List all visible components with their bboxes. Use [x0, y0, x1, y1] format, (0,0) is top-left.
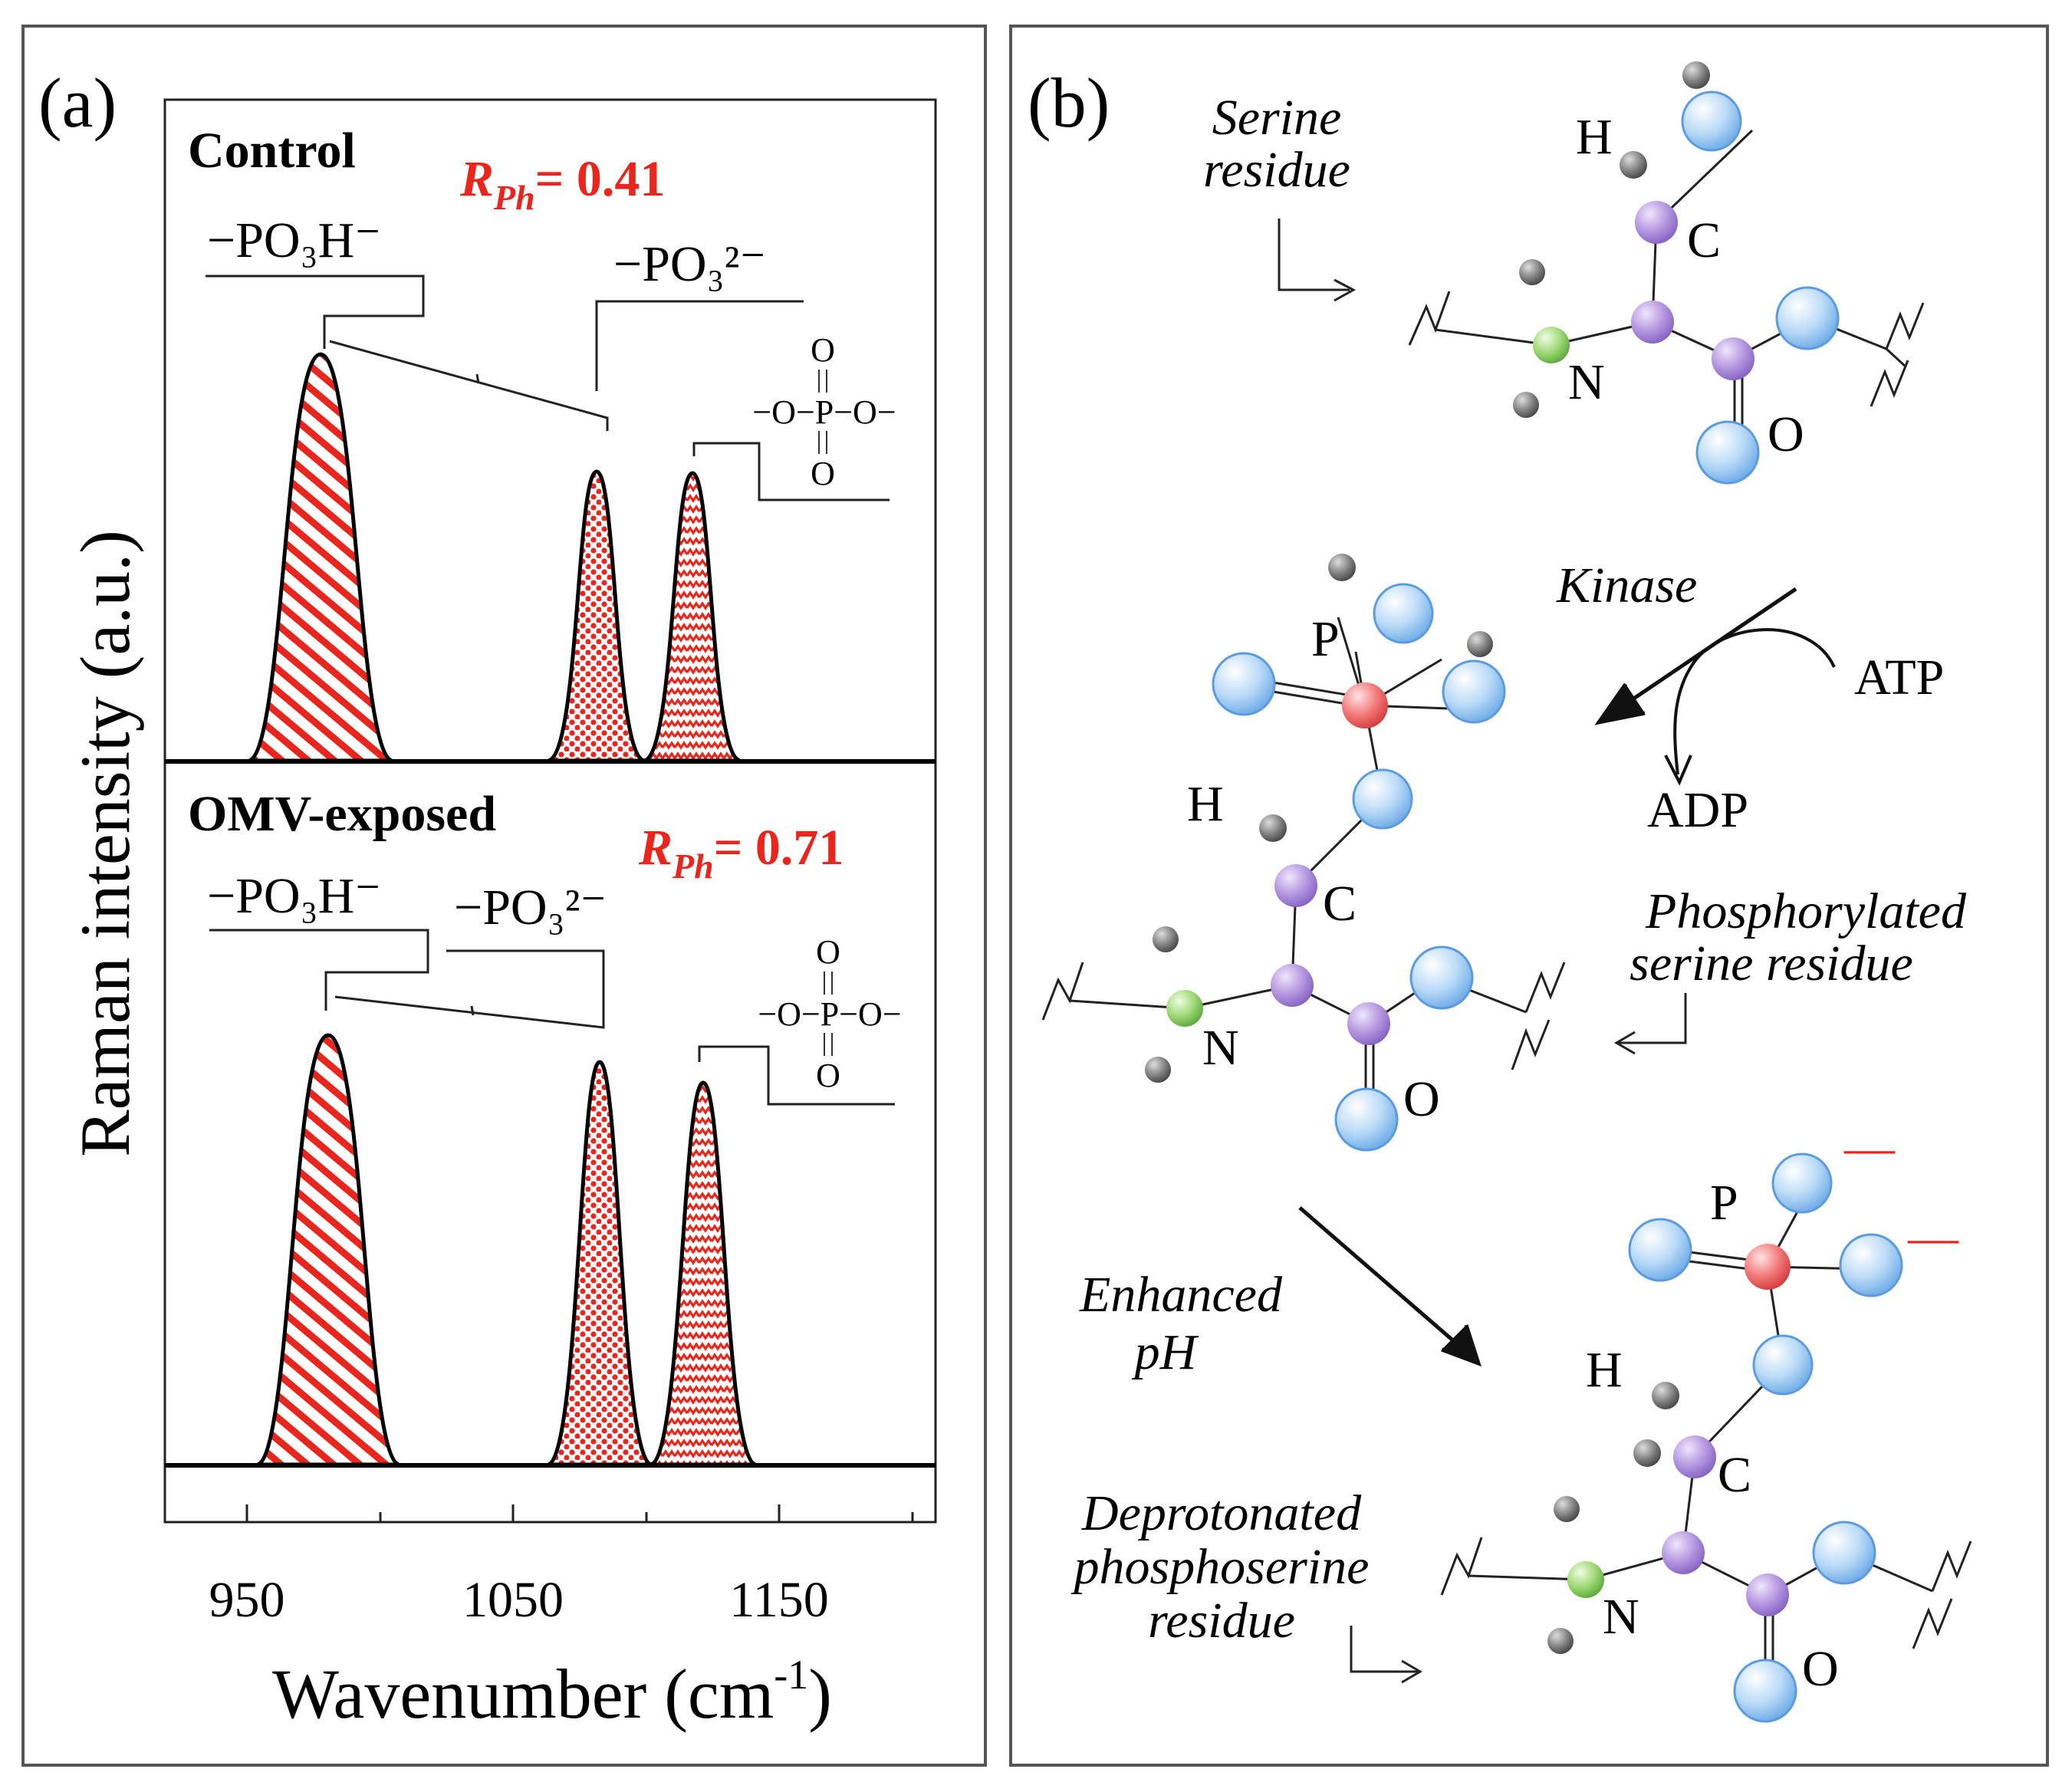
svg-text:residue: residue [1203, 142, 1350, 198]
svg-text:O: O [816, 933, 840, 971]
adp-label: ADP [1647, 782, 1748, 838]
enhanced-ph: Enhanced pH [1079, 1206, 1482, 1380]
control-peak-po3-2 [643, 471, 742, 763]
panel-a: (a) Raman intensity (a.u.) 950 1050 1150… [21, 25, 987, 1767]
deprotonated-molecule: P H C N O — — [1440, 1120, 1972, 1723]
phos-atom-h: H [1187, 776, 1224, 832]
panel-a-frame [21, 25, 987, 1767]
serine-molecule: H C N O [1408, 61, 1925, 485]
omv-group-po3h: −PO₃H⁻ [207, 868, 381, 924]
svg-text:Deprotonated: Deprotonated [1081, 1485, 1362, 1541]
svg-text:O: O [811, 331, 835, 369]
control-annotation-lines [206, 275, 890, 501]
control-group-po3: −PO₃²⁻ [613, 236, 766, 292]
omv-phosphate-structure: O −O−P−O− O [758, 933, 901, 1094]
serine-atom-h: H [1576, 109, 1613, 165]
deprot-charge-1: — [1843, 1120, 1896, 1175]
control-group-po3h: −PO₃H⁻ [207, 212, 381, 268]
phos-atom-c: C [1323, 876, 1357, 932]
deprot-atom-n: N [1603, 1589, 1639, 1645]
deprot-charge-2: — [1907, 1209, 1959, 1265]
serine-atom-c: C [1687, 212, 1721, 268]
tick-label-1050: 1050 [462, 1572, 564, 1628]
omv-group-po3: −PO₃²⁻ [454, 880, 607, 935]
omv-spectrum: OMV-exposed RPh= 0.71 −PO₃H⁻ −PO₃²⁻ O −O… [165, 786, 936, 1468]
control-spectrum: Control RPh= 0.41 −PO₃H⁻ −PO₃²⁻ O −O− [165, 123, 936, 764]
omv-annotation-lines [209, 929, 895, 1106]
svg-text:−O−P−O−: −O−P−O− [758, 995, 901, 1033]
enhanced-label-2: pH [1132, 1324, 1199, 1380]
phosphoserine-molecule: P H C N O [1041, 554, 1566, 1152]
svg-text:−O−P−O−: −O−P−O− [752, 393, 896, 431]
serine-atom-o: O [1768, 406, 1804, 462]
deprot-atom-c: C [1718, 1447, 1751, 1503]
svg-text:serine residue: serine residue [1630, 935, 1913, 991]
omv-title: OMV-exposed [188, 786, 496, 842]
kinase-reaction: Kinase ATP ADP [1556, 557, 1944, 838]
kinase-label: Kinase [1556, 557, 1697, 613]
deprot-atom-p: P [1710, 1175, 1738, 1231]
plot-frame [163, 98, 937, 1524]
x-axis-label: Wavenumber (cm-1) [272, 1652, 832, 1733]
omv-peak-po3-1 [547, 1060, 653, 1467]
phos-atom-o: O [1403, 1071, 1440, 1127]
deprot-atom-o: O [1802, 1641, 1839, 1697]
svg-text:phosphoserine: phosphoserine [1071, 1539, 1370, 1595]
serine-label: Serine residue [1203, 90, 1357, 302]
enhanced-label-1: Enhanced [1079, 1267, 1283, 1323]
svg-text:Serine: Serine [1212, 90, 1342, 146]
panel-b: (b) Serine residue [1009, 25, 2049, 1767]
svg-text:O: O [811, 455, 835, 492]
deprot-atom-h: H [1586, 1342, 1623, 1398]
serine-atom-n: N [1568, 354, 1605, 410]
control-ratio: RPh= 0.41 [459, 151, 665, 217]
atp-label: ATP [1854, 649, 1944, 705]
svg-text:residue: residue [1148, 1593, 1295, 1649]
phos-atom-p: P [1311, 611, 1340, 667]
panel-a-label: (a) [38, 64, 117, 142]
phosphorylated-label: Phosphorylated serine residue [1614, 883, 1967, 1055]
control-title: Control [188, 123, 356, 179]
x-axis-ticks [245, 1504, 914, 1522]
deprotonated-label: Deprotonated phosphoserine residue [1071, 1485, 1422, 1684]
y-axis-label: Raman intensity (a.u.) [66, 530, 144, 1157]
svg-text:O: O [816, 1057, 840, 1094]
control-phosphate-structure: O −O−P−O− O [752, 331, 896, 492]
panel-b-label: (b) [1028, 64, 1110, 142]
phos-atom-n: N [1202, 1020, 1239, 1076]
svg-text:Phosphorylated: Phosphorylated [1645, 883, 1967, 939]
control-peak-po3h [248, 352, 393, 763]
omv-peak-po3-2 [650, 1080, 757, 1467]
tick-label-950: 950 [209, 1572, 285, 1628]
control-peak-po3-1 [547, 469, 646, 763]
panel-b-frame [1009, 25, 2049, 1767]
omv-ratio: RPh= 0.71 [638, 820, 844, 886]
omv-peak-po3h [256, 1033, 400, 1467]
tick-label-1150: 1150 [729, 1572, 829, 1628]
